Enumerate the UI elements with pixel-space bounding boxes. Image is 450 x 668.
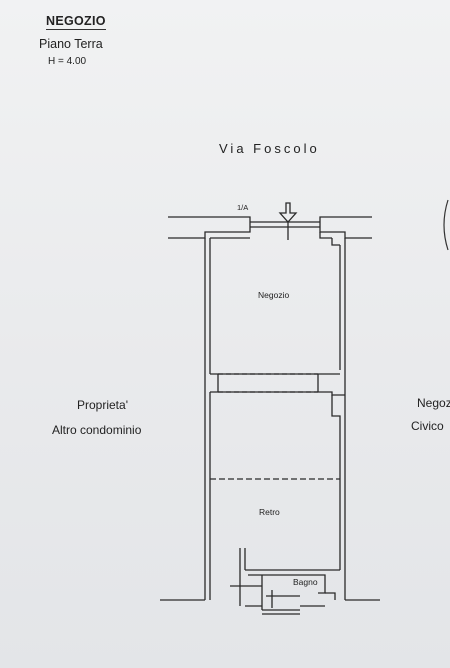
entrance-number: 1/A [237, 203, 249, 212]
wall-outer-right [331, 238, 346, 395]
wall-bottom [160, 599, 380, 615]
floor-label: Piano Terra [39, 37, 103, 51]
room-label-back: Retro [259, 507, 280, 517]
neighbor-right-line1: Negoz [417, 396, 450, 410]
wall-top-right [319, 216, 372, 239]
height-label: H = 4.00 [48, 56, 87, 67]
street-label: Via Foscolo [219, 141, 320, 156]
neighbor-left-line1: Proprieta' [77, 398, 128, 412]
room-label-bath: Bagno [293, 577, 318, 587]
wall-top-left [168, 216, 251, 239]
neighbor-left-line2: Altro condominio [52, 423, 142, 437]
sheet-title: NEGOZIO [46, 14, 106, 30]
bath-walls [239, 548, 340, 610]
neighbor-right-line2: Civico [411, 419, 444, 433]
entrance-threshold [250, 221, 320, 228]
entrance-arrow-icon [278, 202, 298, 223]
wall-outer-left [204, 238, 211, 600]
room-label-shop: Negozio [258, 290, 290, 300]
edge-arc [443, 199, 449, 251]
wall-back-right [331, 395, 346, 600]
